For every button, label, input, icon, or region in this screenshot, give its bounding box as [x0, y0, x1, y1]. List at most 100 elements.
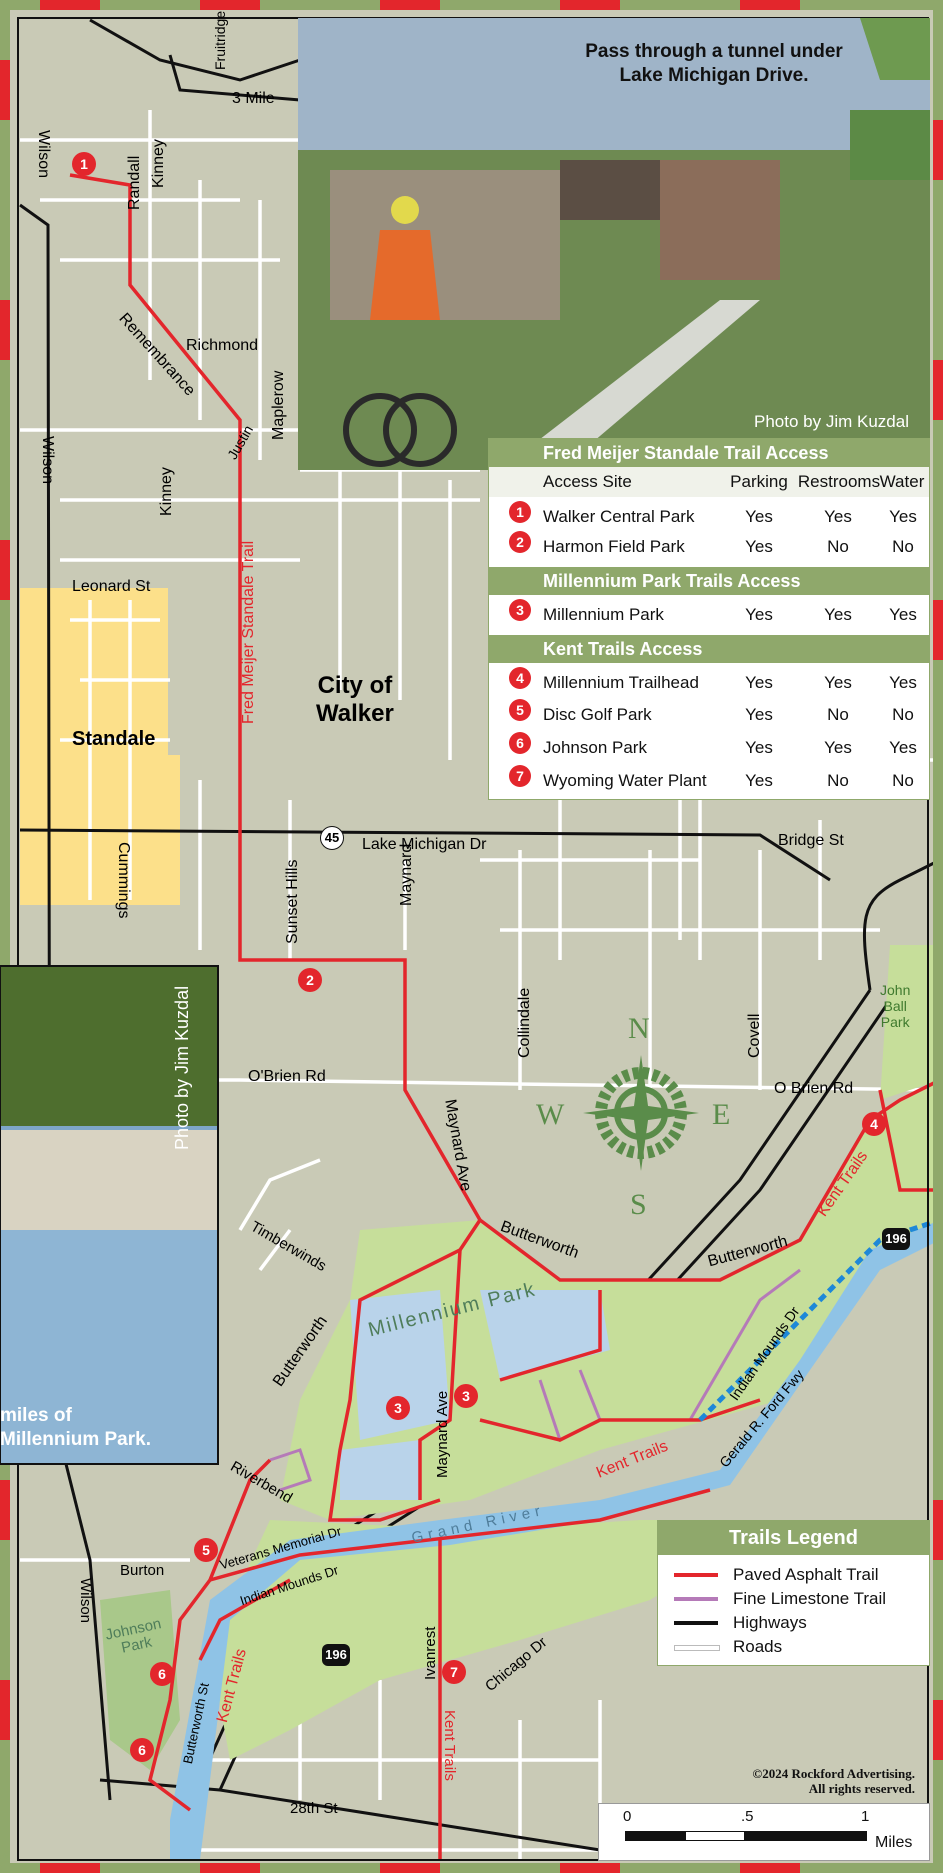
john-ball-park-area	[880, 945, 940, 1100]
water-value: Yes	[889, 507, 917, 526]
road-label-wilson-mid: Wilson	[39, 436, 56, 485]
compass-w: W	[536, 1098, 565, 1131]
restrooms-value: No	[827, 537, 849, 556]
access-site: Walker Central Park	[543, 507, 695, 526]
john-ball-line1: John	[880, 982, 911, 998]
legend-title: Trails Legend	[658, 1521, 929, 1555]
city-of-walker-line2: Walker	[316, 700, 394, 727]
road-label-covell: Covell	[746, 1013, 763, 1058]
legend-item: Roads	[658, 1635, 929, 1659]
water-value: No	[892, 771, 914, 790]
header-water: Water	[879, 472, 925, 491]
parking-value: Yes	[745, 605, 773, 624]
place-label-john-ball-park: John Ball Park	[880, 982, 910, 1030]
water-value: No	[892, 537, 914, 556]
road-label-kinney-top: Kinney	[150, 139, 167, 188]
road-label-burton: Burton	[120, 1562, 165, 1579]
access-marker-7[interactable]: 7	[442, 1660, 466, 1684]
road-label-richmond: Richmond	[186, 337, 259, 354]
johnson-park-area	[100, 1590, 180, 1770]
left-photo	[0, 965, 219, 1465]
table-row: 2 Harmon Field Park Yes No No	[489, 531, 929, 563]
top-photo-credit: Photo by Jim Kuzdal	[754, 412, 909, 431]
water-value: No	[892, 705, 914, 724]
parking-value: Yes	[745, 673, 773, 692]
left-photo-caption-line1: miles of	[0, 1405, 72, 1426]
access-marker-2[interactable]: 2	[298, 968, 322, 992]
table-row: 7 Wyoming Water Plant Yes No No	[489, 765, 929, 797]
road-label-collindale: Collindale	[516, 987, 533, 1058]
john-ball-line2: Ball	[883, 998, 907, 1014]
access-marker-4[interactable]: 4	[862, 1112, 886, 1136]
access-section-title: Kent Trails Access	[489, 635, 929, 663]
restrooms-value: No	[827, 705, 849, 724]
table-row: 6 Johnson Park Yes Yes Yes	[489, 732, 929, 764]
access-number: 2	[509, 531, 531, 553]
parking-value: Yes	[745, 507, 773, 526]
scale-tick-0: 0	[623, 1808, 632, 1825]
road-label-ivanrest: Ivanrest	[422, 1626, 439, 1680]
road-label-sunset-hills: Sunset Hills	[284, 859, 301, 944]
access-site: Johnson Park	[543, 738, 647, 757]
table-row: 5 Disc Golf Park Yes No No	[489, 699, 929, 731]
access-number: 4	[509, 667, 531, 689]
access-marker-3[interactable]: 3	[386, 1396, 410, 1420]
scale-segment	[625, 1831, 685, 1841]
trail-label-kent-trails-s: Kent Trails	[441, 1710, 458, 1781]
access-marker-3[interactable]: 3	[454, 1384, 478, 1408]
access-marker-6[interactable]: 6	[130, 1738, 154, 1762]
trail-label-fred-meijer: Fred Meijer Standale Trail	[240, 540, 257, 724]
access-number: 5	[509, 699, 531, 721]
south-park-area	[210, 1520, 780, 1760]
compass-s: S	[630, 1188, 647, 1221]
standale-area	[20, 588, 180, 905]
legend-label: Paved Asphalt Trail	[733, 1565, 879, 1584]
paved-trails	[69, 173, 941, 1860]
road-label-fruitridge: Fruitridge	[212, 10, 228, 70]
header-site: Access Site	[543, 472, 632, 491]
table-row: 1 Walker Central Park Yes Yes Yes	[489, 501, 929, 533]
road-swatch	[674, 1645, 720, 1651]
scale-bar: 0 .5 1 Miles	[598, 1803, 930, 1861]
access-number: 7	[509, 765, 531, 787]
paved-trail-swatch	[674, 1573, 718, 1577]
parking-value: Yes	[745, 537, 773, 556]
copyright-line1: ©2024 Rockford Advertising.	[752, 1766, 915, 1781]
compass-e: E	[712, 1098, 731, 1131]
compass-n: N	[628, 1012, 650, 1045]
road-label-lake-michigan-dr: Lake Michigan Dr	[362, 836, 487, 853]
access-section-title: Millennium Park Trails Access	[489, 567, 929, 595]
parking-value: Yes	[745, 705, 773, 724]
scale-segment	[745, 1831, 867, 1841]
access-marker-6[interactable]: 6	[150, 1662, 174, 1686]
trails-legend: Trails Legend Paved Asphalt Trail Fine L…	[657, 1520, 930, 1666]
place-label-city-of-walker: City of Walker	[316, 672, 394, 728]
route-196-shield-sw: 196	[322, 1644, 350, 1666]
access-marker-5[interactable]: 5	[194, 1538, 218, 1562]
legend-item: Paved Asphalt Trail	[658, 1563, 929, 1587]
grand-river	[170, 1220, 940, 1860]
access-table: Fred Meijer Standale Trail Access Access…	[488, 438, 930, 800]
road-label-maynard-ave-park: Maynard Ave	[434, 1390, 451, 1478]
access-site: Disc Golf Park	[543, 705, 652, 724]
legend-label: Roads	[733, 1637, 783, 1656]
highway-swatch	[674, 1621, 718, 1625]
table-row: 4 Millennium Trailhead Yes Yes Yes	[489, 667, 929, 699]
left-photo-caption-line2: Millennium Park.	[0, 1429, 151, 1450]
header-parking: Parking	[730, 472, 788, 491]
route-196-shield-ne: 196	[882, 1228, 910, 1250]
road-label-maynard-top: Maynard	[398, 843, 415, 906]
access-site: Millennium Park	[543, 605, 664, 624]
top-photo-caption-line1: Pass through a tunnel under	[585, 41, 843, 62]
left-photo-caption: miles of Millennium Park.	[0, 1404, 151, 1452]
legend-label: Highways	[733, 1613, 807, 1632]
legend-item: Highways	[658, 1611, 929, 1635]
access-marker-1[interactable]: 1	[72, 152, 96, 176]
limestone-trail-swatch	[674, 1597, 718, 1601]
parking-value: Yes	[745, 738, 773, 757]
city-of-walker-line1: City of	[317, 672, 393, 699]
parking-value: Yes	[745, 771, 773, 790]
access-site: Wyoming Water Plant	[543, 771, 707, 790]
access-site: Millennium Trailhead	[543, 673, 699, 692]
